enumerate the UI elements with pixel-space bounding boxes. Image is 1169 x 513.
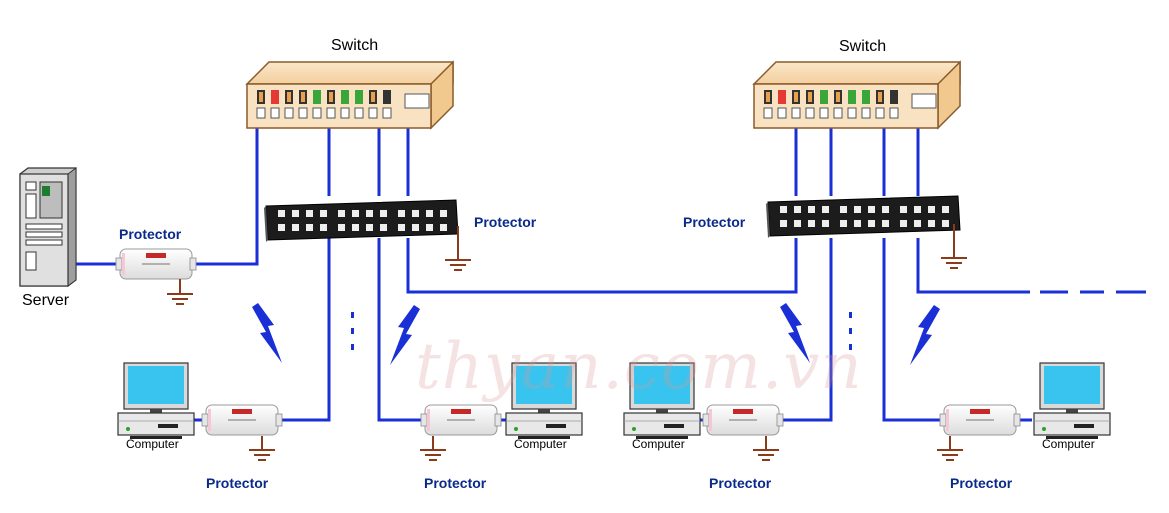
computer-label: Computer — [514, 437, 567, 451]
surge-protector-icon — [702, 404, 784, 436]
computer-label: Computer — [1042, 437, 1095, 451]
lightning-icon — [910, 305, 940, 365]
ground-icon — [248, 435, 276, 461]
computer-label: Computer — [632, 437, 685, 451]
server-label: Server — [22, 292, 70, 309]
protector-label: Protector — [424, 475, 487, 491]
switch-label: Switch — [839, 38, 887, 55]
surge-protector-icon — [201, 404, 283, 436]
protector-label: Protector — [474, 214, 537, 230]
panel-ground-wire — [457, 224, 955, 246]
surge-protector-icon — [939, 404, 1021, 436]
server-icon — [19, 167, 77, 287]
switch-icon — [246, 61, 454, 129]
protector-label: Protector — [950, 475, 1013, 491]
computer-icon — [117, 362, 195, 440]
computer-label: Computer — [126, 437, 179, 451]
patch-panel-icon — [765, 195, 961, 239]
computer-icon — [1033, 362, 1111, 440]
switch-icon — [753, 61, 961, 129]
more-connections-dots — [351, 312, 852, 350]
surge-protector-icon — [420, 404, 502, 436]
surge-protector-icon — [115, 248, 197, 280]
protector-label: Protector — [206, 475, 269, 491]
protector-label: Protector — [119, 226, 182, 242]
watermark: thyan.com.vn — [415, 330, 863, 404]
switch-label: Switch — [331, 37, 379, 54]
ground-icon — [936, 435, 964, 461]
network-links — [76, 128, 1032, 422]
protector-label: Protector — [683, 214, 746, 230]
ground-icon — [752, 435, 780, 461]
ground-icon — [940, 243, 968, 269]
ground-icon — [444, 245, 472, 271]
ground-icon — [166, 279, 194, 305]
lightning-icon — [252, 303, 282, 363]
ground-icon — [419, 435, 447, 461]
patch-panel-icon — [263, 199, 459, 243]
protector-label: Protector — [709, 475, 772, 491]
